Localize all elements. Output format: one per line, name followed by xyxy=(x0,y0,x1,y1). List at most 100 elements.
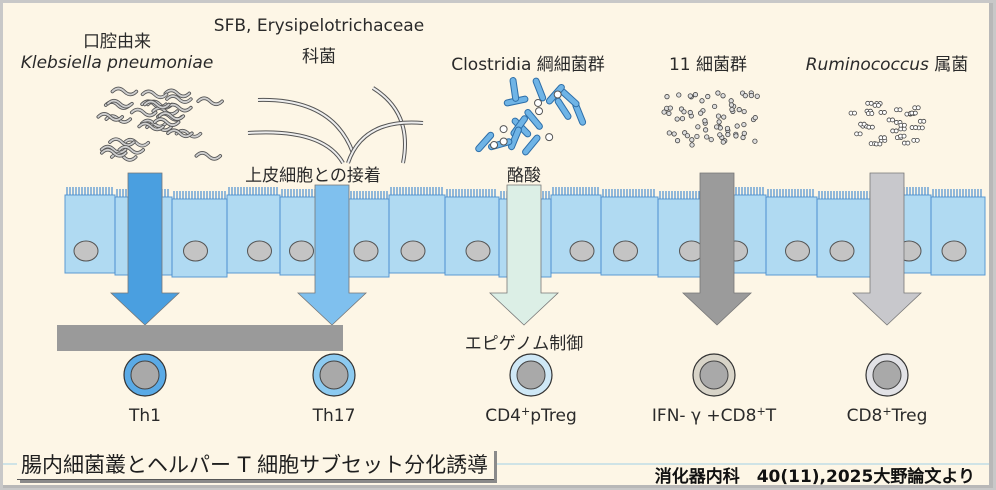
clostridia-rod xyxy=(532,77,547,102)
segmented-bacterium xyxy=(703,127,709,133)
group2-family-label: 科菌 xyxy=(302,47,336,67)
arrow-3 xyxy=(488,184,560,326)
segmented-bacterium xyxy=(729,106,735,113)
segmented-bacterium xyxy=(695,124,701,130)
epithelial-cell xyxy=(171,198,228,278)
segmented-bacterium xyxy=(687,93,693,99)
t-cell-nucleus-4 xyxy=(699,360,729,390)
ruminococcus-coccus xyxy=(877,141,883,147)
klebsiella-bacterium-fill xyxy=(152,107,179,116)
ruminococcus-coccus xyxy=(869,124,875,130)
ruminococcus-coccus xyxy=(882,110,887,115)
segmented-bacterium xyxy=(704,134,710,140)
klebsiella-bacterium-fill xyxy=(143,100,170,109)
ruminococcus-coccus xyxy=(914,137,920,143)
klebsiella-bacterium-fill xyxy=(167,129,193,138)
segmented-bacterium xyxy=(733,133,739,139)
epithelial-cell xyxy=(765,196,818,276)
t-cells xyxy=(123,353,909,397)
segmented-bacterium xyxy=(676,92,682,98)
clostridia-spore xyxy=(499,137,508,146)
segmented-bacterium xyxy=(716,119,722,125)
klebsiella-bacterium-fill xyxy=(123,138,150,147)
segmented-bacterium xyxy=(679,115,686,122)
microvilli xyxy=(552,187,599,195)
group3-mechanism2-label: エピゲノム制御 xyxy=(464,334,584,354)
microvilli xyxy=(228,187,278,195)
segmented-bacterium xyxy=(736,107,742,113)
segmented-bacterium xyxy=(728,102,735,108)
ruminococcus-coccus xyxy=(913,125,918,130)
klebsiella-bacterium-fill xyxy=(138,122,165,131)
segmented-bacterium xyxy=(666,130,672,136)
ruminococcus-coccus xyxy=(921,118,927,124)
source-citation: 消化器内科 40(11),2025大野論文より xyxy=(654,467,975,487)
t-cell-nucleus-5 xyxy=(872,360,902,390)
segmented-bacterium xyxy=(721,114,727,120)
klebsiella-bacterium-fill xyxy=(100,145,127,154)
clostridia-spore xyxy=(545,133,554,142)
arrow-5 xyxy=(851,172,923,326)
nucleus xyxy=(247,240,272,262)
microvilli xyxy=(767,189,814,197)
caption-divider xyxy=(3,463,989,465)
group4-name-label: 11 細菌群 xyxy=(668,55,748,75)
segmented-bacterium xyxy=(752,138,758,144)
redaction-bar xyxy=(57,325,343,351)
segmented-bacterium xyxy=(692,92,699,98)
diagram-canvas xyxy=(64,77,986,397)
segmented-bacterium xyxy=(694,133,700,140)
segmented-bacterium xyxy=(752,115,758,121)
segmented-bacterium xyxy=(740,134,746,141)
ruminococcus-coccus xyxy=(857,131,863,137)
group3-name-label: Clostridia 綱細菌群 xyxy=(451,55,605,75)
nucleus xyxy=(829,240,855,262)
segmented-bacterium xyxy=(728,98,734,104)
t-cell-nucleus-1 xyxy=(130,360,160,390)
group3-mechanism-label: 酪酸 xyxy=(507,166,541,186)
klebsiella-bacterium-fill xyxy=(158,112,185,121)
epithelial-cell xyxy=(600,196,659,276)
t-cell-nucleus-3 xyxy=(516,360,546,390)
segmented-bacterium xyxy=(705,93,711,100)
cell-label-cd8-treg: CD8+Treg xyxy=(847,406,928,426)
segmented-bacterium xyxy=(666,110,672,117)
sfb-filament xyxy=(257,97,355,154)
clostridia-spore xyxy=(499,125,508,134)
klebsiella-bacterium-fill xyxy=(97,112,124,121)
nucleus xyxy=(353,240,379,262)
klebsiella-bacterium-fill xyxy=(118,145,145,154)
clostridia-rod xyxy=(522,134,541,156)
segmented-bacterium xyxy=(689,142,695,148)
t-text: T xyxy=(765,406,777,426)
ruminococcus-coccus xyxy=(919,125,925,131)
klebsiella-bacterium-fill xyxy=(107,99,133,108)
group5-name-label: Ruminococcus 属菌 xyxy=(806,50,969,75)
ifn-cd8-text: IFN- γ +CD8 xyxy=(651,406,757,426)
ruminococcus-coccus xyxy=(861,121,867,127)
segmented-bacterium xyxy=(741,108,747,115)
arrow-2 xyxy=(296,184,368,326)
epithelial-cell xyxy=(388,194,446,274)
segmented-bacterium xyxy=(698,110,704,116)
nucleus xyxy=(941,240,967,262)
group1-species-label: Klebsiella pneumoniae xyxy=(20,53,214,73)
segmented-bacterium xyxy=(699,98,705,104)
nucleus xyxy=(73,240,99,262)
microvilli xyxy=(818,191,874,199)
segmented-bacterium xyxy=(715,113,722,119)
cell-label-cd4-ptreg: CD4+pTreg xyxy=(485,406,577,426)
cd8-sup: + xyxy=(882,404,892,418)
microvilli xyxy=(446,189,496,197)
segmented-bacterium xyxy=(717,132,723,138)
sfb-filament-fill xyxy=(347,121,424,164)
nucleus xyxy=(465,240,491,262)
ruminococcus-coccus xyxy=(912,110,918,116)
nucleus xyxy=(613,240,638,262)
clostridia-rod xyxy=(554,97,572,120)
segmented-bacterium xyxy=(681,109,687,115)
ruminococcus-coccus xyxy=(869,111,875,116)
segmented-bacterium xyxy=(741,121,747,128)
ruminococcus-coccus xyxy=(893,128,899,134)
klebsiella-bacterium-fill xyxy=(108,138,135,146)
